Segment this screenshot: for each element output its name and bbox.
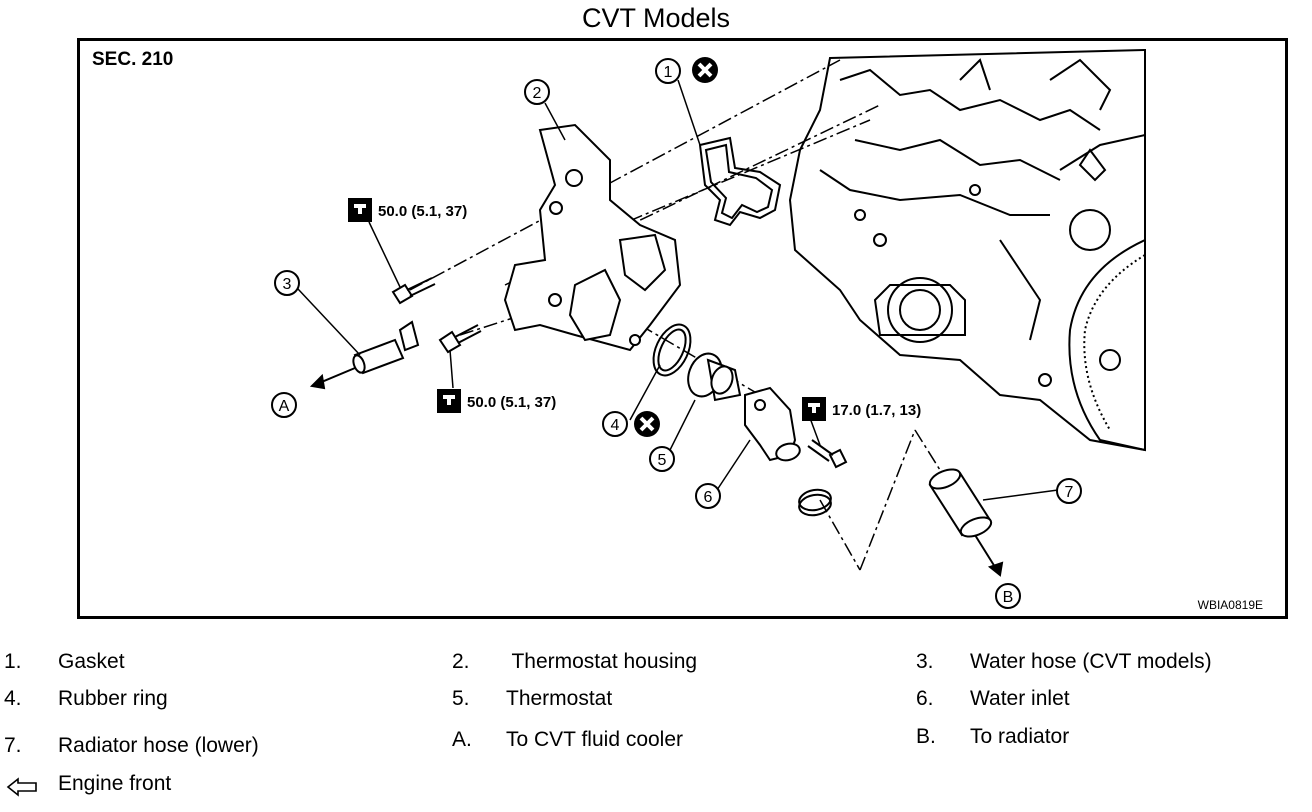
bolt-upper bbox=[391, 277, 436, 305]
legend-label-3: Water hose (CVT models) bbox=[970, 650, 1212, 673]
torque-spec-1-value: 50.0 (5.1, 37) bbox=[378, 203, 467, 220]
callout-2: 2 bbox=[524, 79, 550, 105]
legend-num-A: A. bbox=[452, 728, 472, 751]
legend-label-2: Thermostat housing bbox=[506, 650, 698, 673]
torque-wrench-icon bbox=[808, 403, 820, 413]
gasket bbox=[698, 136, 782, 227]
replace-icon-4 bbox=[634, 411, 660, 437]
torque-spec-2: 50.0 (5.1, 37) bbox=[437, 389, 556, 413]
callout-3-label: 3 bbox=[283, 276, 292, 293]
water-inlet bbox=[744, 386, 801, 462]
legend-num-5: 5. bbox=[452, 687, 470, 710]
legend-label-1: Gasket bbox=[58, 650, 125, 673]
callout-B-label: B bbox=[1003, 589, 1014, 606]
legend-label-B: To radiator bbox=[970, 725, 1070, 748]
callout-1-label: 1 bbox=[664, 64, 673, 81]
water-hose-cvt bbox=[309, 320, 420, 390]
callout-7-label: 7 bbox=[1065, 484, 1074, 501]
legend-label-6: Water inlet bbox=[970, 687, 1070, 710]
callout-5: 5 bbox=[649, 446, 675, 472]
section-label: SEC. 210 bbox=[92, 49, 174, 70]
callout-6: 6 bbox=[695, 483, 721, 509]
legend-num-7: 7. bbox=[4, 734, 22, 757]
thermostat bbox=[687, 352, 742, 402]
rubber-ring bbox=[652, 323, 692, 377]
torque-wrench-icon bbox=[443, 395, 455, 405]
legend-label-5: Thermostat bbox=[506, 687, 613, 710]
engine-block bbox=[788, 48, 1146, 452]
callout-4: 4 bbox=[602, 411, 628, 437]
callout-2-label: 2 bbox=[533, 85, 542, 102]
bolt-lower bbox=[438, 324, 482, 354]
diagram-frame: SEC. 210 WBIA0819E bbox=[77, 38, 1288, 619]
legend-label-A: To CVT fluid cooler bbox=[506, 728, 684, 751]
torque-wrench-icon bbox=[354, 204, 366, 214]
hose-clamp bbox=[798, 488, 832, 517]
callout-1: 1 bbox=[655, 58, 681, 84]
callout-5-label: 5 bbox=[658, 452, 667, 469]
leader-lines bbox=[297, 79, 1059, 501]
legend-num-B: B. bbox=[916, 725, 936, 748]
legend-label-7: Radiator hose (lower) bbox=[58, 734, 259, 757]
torque-spec-2-value: 50.0 (5.1, 37) bbox=[467, 394, 556, 411]
bolt-inlet bbox=[807, 439, 848, 469]
callout-B: B bbox=[995, 583, 1021, 609]
legend-label-4: Rubber ring bbox=[58, 687, 168, 710]
alignment-lines bbox=[409, 59, 941, 571]
legend-num-4: 4. bbox=[4, 687, 22, 710]
thermostat-housing bbox=[503, 123, 682, 352]
callout-6-label: 6 bbox=[704, 489, 713, 506]
callout-A-label: A bbox=[279, 398, 290, 415]
torque-spec-3-value: 17.0 (1.7, 13) bbox=[832, 402, 921, 419]
legend-num-6: 6. bbox=[916, 687, 934, 710]
replace-icon-1 bbox=[692, 57, 718, 83]
torque-spec-1: 50.0 (5.1, 37) bbox=[348, 198, 467, 222]
callout-A: A bbox=[271, 392, 297, 418]
legend-num-3: 3. bbox=[916, 650, 934, 673]
callout-4-label: 4 bbox=[611, 417, 620, 434]
callout-7: 7 bbox=[1056, 478, 1082, 504]
diagram-title: CVT Models bbox=[581, 3, 731, 33]
callout-3: 3 bbox=[274, 270, 300, 296]
legend-num-2: 2. bbox=[452, 650, 470, 673]
legend-label-front: Engine front bbox=[58, 772, 172, 795]
torque-spec-3: 17.0 (1.7, 13) bbox=[802, 397, 921, 421]
radiator-hose-lower bbox=[928, 468, 1004, 577]
engine-front-arrow-icon bbox=[6, 777, 37, 797]
legend-num-1: 1. bbox=[4, 650, 22, 673]
figure-code: WBIA0819E bbox=[1197, 598, 1263, 612]
